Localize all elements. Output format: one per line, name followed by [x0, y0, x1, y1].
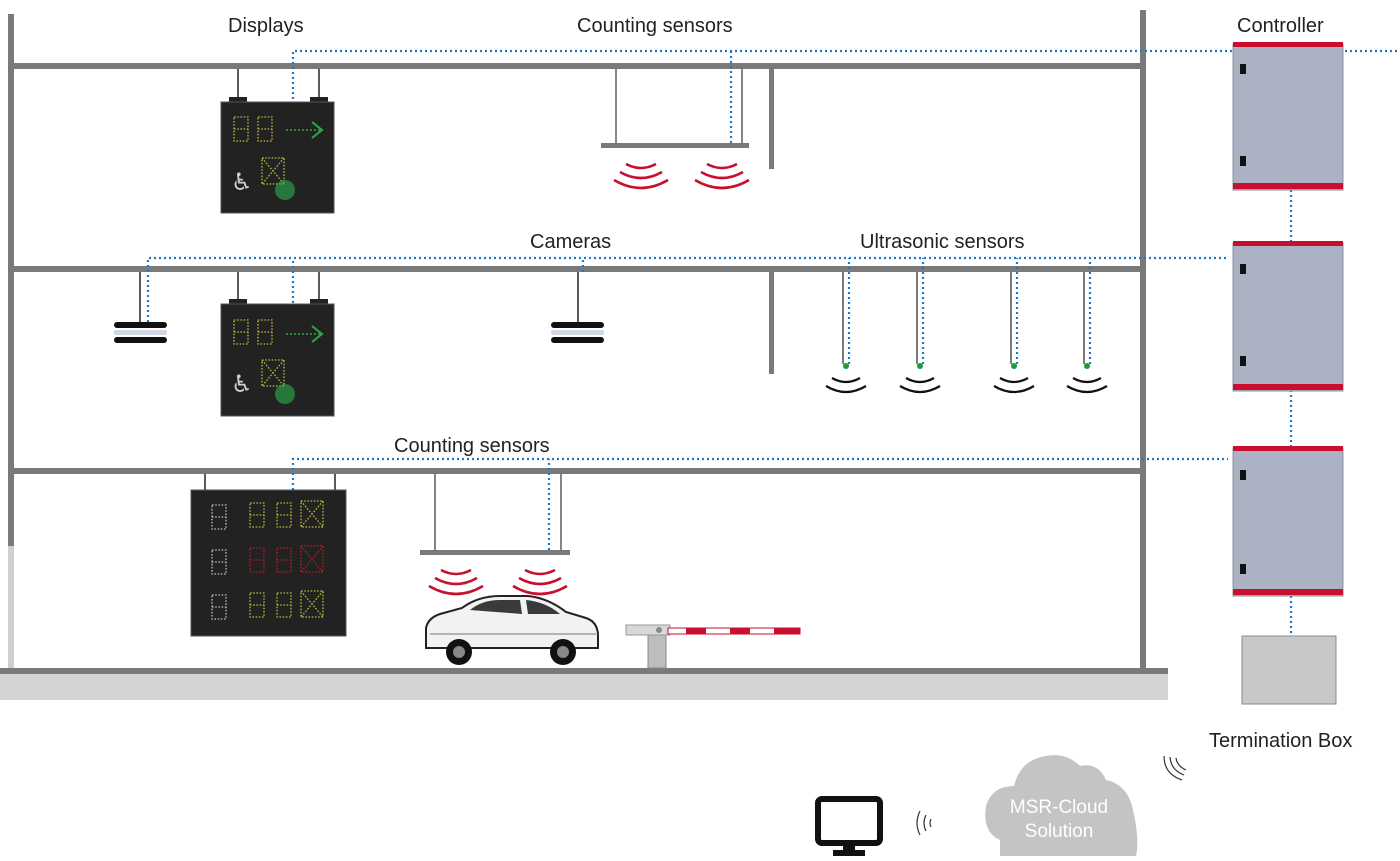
barrier-gate-icon: [625, 624, 801, 669]
ultrasonic-sensor-3: [993, 272, 1035, 394]
camera-left: [114, 272, 167, 343]
label-cameras: Cameras: [530, 231, 611, 253]
right-column: [1140, 10, 1146, 672]
cloud-icon: [985, 755, 1138, 856]
monitor-icon: [815, 796, 883, 856]
label-displays: Displays: [228, 15, 304, 37]
label-termination-box: Termination Box: [1209, 730, 1352, 752]
left-column-base: [8, 546, 14, 670]
floor-slab-2: [8, 266, 1146, 272]
cable-network: [146, 49, 1400, 636]
controller-cabinet-3: [1232, 446, 1344, 597]
ultrasonic-sensors: [825, 272, 1108, 394]
cable-level-1: [291, 49, 1400, 99]
building-structure: [0, 10, 1168, 700]
wireless-signal-icon: [916, 810, 932, 836]
car-icon: [425, 595, 599, 665]
cable-level-3: [291, 457, 1228, 490]
label-cloud-line2: Solution: [1025, 821, 1094, 842]
ultrasonic-sensor-2: [899, 272, 941, 394]
counting-signal-icon: [613, 162, 750, 190]
arrow-right-icon: [286, 325, 324, 343]
display-level-2: ♿: [220, 272, 335, 417]
counting-signal-icon: [428, 568, 568, 596]
label-ultrasonic-sensors: Ultrasonic sensors: [860, 231, 1025, 253]
ground-floor-line: [0, 668, 1168, 674]
left-column: [8, 14, 14, 546]
counting-sensor-bottom: [420, 474, 570, 596]
label-counting-sensors-top: Counting sensors: [577, 15, 733, 37]
counting-sensor-top: [601, 69, 750, 190]
controller-cabinet-1: [1232, 42, 1344, 191]
ultrasonic-sensor-1: [825, 272, 867, 394]
label-counting-sensors-bottom: Counting sensors: [394, 435, 550, 457]
camera-right: [551, 272, 604, 343]
wireless-signal-icon-2: [1163, 755, 1187, 781]
beam-upper: [769, 69, 774, 169]
label-controller: Controller: [1237, 15, 1324, 37]
display-level-1: ♿: [220, 69, 335, 214]
label-cloud-line1: MSR-Cloud: [1010, 797, 1108, 818]
display-entrance: [190, 474, 347, 637]
controller-cabinet-2: [1232, 241, 1344, 392]
wheelchair-icon: ♿: [231, 371, 253, 398]
ultrasonic-sensor-4: [1066, 272, 1108, 394]
wheelchair-icon: ♿: [231, 169, 253, 196]
floor-slab-1: [8, 63, 1146, 69]
floor-slab-3: [8, 468, 1146, 474]
ground: [0, 674, 1168, 700]
beam-middle: [769, 272, 774, 374]
termination-box-icon: [1241, 635, 1337, 705]
cable-level-2: [146, 256, 1228, 322]
arrow-right-icon: [286, 121, 324, 139]
